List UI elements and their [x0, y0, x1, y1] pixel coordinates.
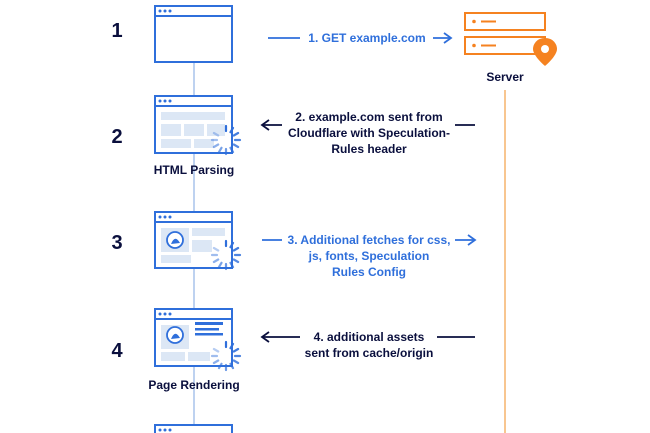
message-step-4-line-1: 4. additional assets — [313, 330, 425, 344]
image-placeholder-icon — [166, 326, 184, 344]
arrow-request-1 — [268, 32, 453, 44]
browser-window-icon — [154, 95, 233, 154]
message-step-3-line-1: 3. Additional fetches for css, — [287, 233, 451, 247]
message-step-4-line-2: sent from cache/origin — [304, 346, 434, 360]
html-parsing-label: HTML Parsing — [153, 163, 235, 177]
message-step-2-line-3: Rules header — [331, 142, 407, 156]
loading-spinner-icon — [210, 124, 242, 156]
page-rendering-label: Page Rendering — [148, 378, 240, 392]
arrow-response-2 — [260, 119, 475, 131]
server-rack-icon — [464, 12, 546, 55]
message-step-4: 4. additional assets sent from cache/ori… — [296, 329, 442, 361]
step-number-1: 1 — [111, 20, 123, 42]
message-step-2-line-1: 2. example.com sent from — [295, 110, 443, 124]
message-step-2: 2. example.com sent from Cloudflare with… — [282, 109, 456, 157]
message-step-3: 3. Additional fetches for css, js, fonts… — [282, 232, 456, 280]
message-step-1: 1. GET example.com — [308, 31, 426, 45]
arrow-request-3 — [262, 234, 477, 246]
step-number-4: 4 — [111, 340, 123, 362]
message-step-2-line-2: Cloudflare with Speculation- — [287, 126, 450, 140]
loading-spinner-icon — [210, 340, 242, 372]
arrow-response-4 — [260, 331, 475, 343]
image-placeholder-icon — [166, 231, 184, 249]
browser-window-icon — [154, 424, 233, 433]
browser-window-icon — [154, 5, 233, 63]
server-label: Server — [486, 70, 524, 84]
message-step-3-line-2: js, fonts, Speculation — [308, 249, 430, 263]
location-pin-icon — [533, 38, 557, 66]
loading-spinner-icon — [210, 239, 242, 271]
message-step-3-line-3: Rules Config — [332, 265, 406, 279]
step-number-3: 3 — [111, 232, 123, 254]
step-number-2: 2 — [111, 126, 123, 148]
